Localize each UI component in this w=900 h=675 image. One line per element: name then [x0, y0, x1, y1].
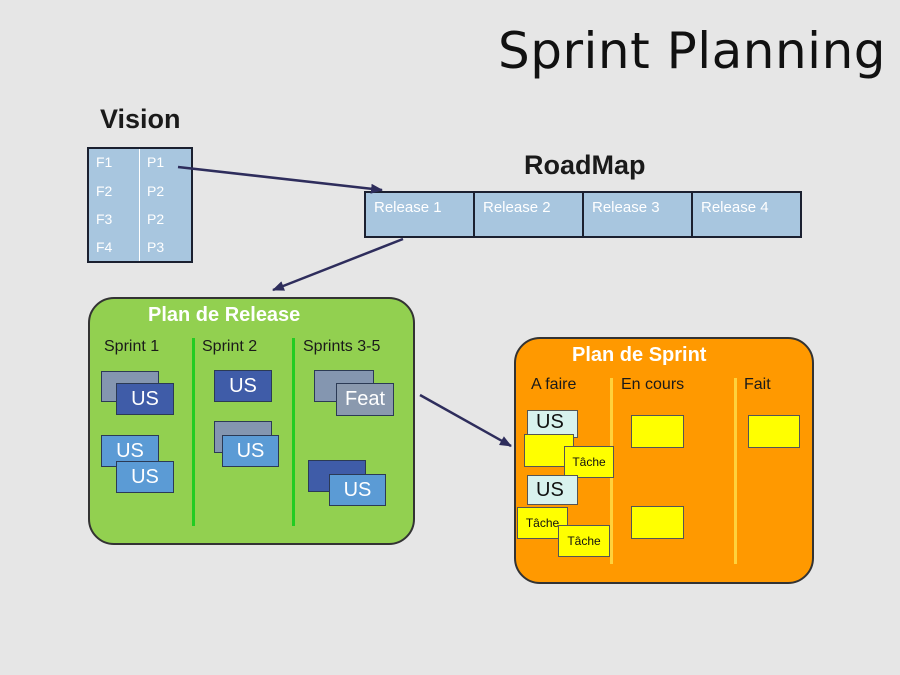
- roadmap-to-release-arrow: [272, 237, 404, 292]
- roadmap-release-cell: Release 4: [701, 199, 769, 216]
- vision-priority: P2: [147, 211, 165, 227]
- sprint-column-header: A faire: [531, 376, 577, 393]
- release-plan-title: Plan de Release: [148, 304, 301, 326]
- user-story-card: US: [116, 383, 174, 415]
- task-sticky: [631, 415, 684, 448]
- roadmap-release-cell: Release 2: [475, 193, 584, 236]
- release-column-divider: [192, 338, 195, 526]
- roadmap-table: Release 1 Release 2 Release 3 Release 4: [364, 191, 802, 238]
- user-story-card: US: [116, 461, 174, 493]
- sprint-column-divider: [734, 378, 737, 564]
- task-sticky: [748, 415, 800, 448]
- vision-feature: F3: [96, 211, 113, 227]
- user-story-card: US: [527, 475, 578, 505]
- vision-to-roadmap-arrow: [177, 165, 383, 194]
- vision-feature: F1: [96, 154, 113, 170]
- vision-feature: F2: [96, 183, 113, 199]
- release-column-header: Sprint 2: [202, 338, 258, 355]
- sprint-column-header: Fait: [744, 376, 771, 393]
- vision-feature: F4: [96, 239, 113, 255]
- vision-table-divider: [139, 149, 140, 261]
- roadmap-label: RoadMap: [524, 150, 646, 180]
- user-story-card: US: [329, 474, 386, 506]
- user-story-card: US: [222, 435, 279, 467]
- release-to-sprint-arrow: [419, 393, 512, 448]
- vision-label: Vision: [100, 104, 181, 134]
- task-card: Tâche: [558, 525, 610, 557]
- user-story-card: US: [527, 410, 578, 438]
- vision-priority: P1: [147, 154, 165, 170]
- vision-table: F1 P1 F2 P2 F3 P2 F4 P3: [87, 147, 193, 263]
- roadmap-release-cell: Release 1: [366, 193, 475, 236]
- feature-card: Feat: [336, 383, 394, 416]
- user-story-card: US: [214, 370, 272, 402]
- vision-priority: P3: [147, 239, 165, 255]
- vision-priority: P2: [147, 183, 165, 199]
- task-card: Tâche: [564, 446, 614, 478]
- release-column-divider: [292, 338, 295, 526]
- sprint-plan-title: Plan de Sprint: [572, 344, 707, 366]
- task-sticky: [631, 506, 684, 539]
- sprint-column-header: En cours: [621, 376, 685, 393]
- page-title: Sprint Planning: [498, 22, 886, 80]
- release-column-header: Sprint 1: [104, 338, 160, 355]
- release-column-header: Sprints 3-5: [303, 338, 381, 355]
- roadmap-release-cell: Release 3: [584, 193, 693, 236]
